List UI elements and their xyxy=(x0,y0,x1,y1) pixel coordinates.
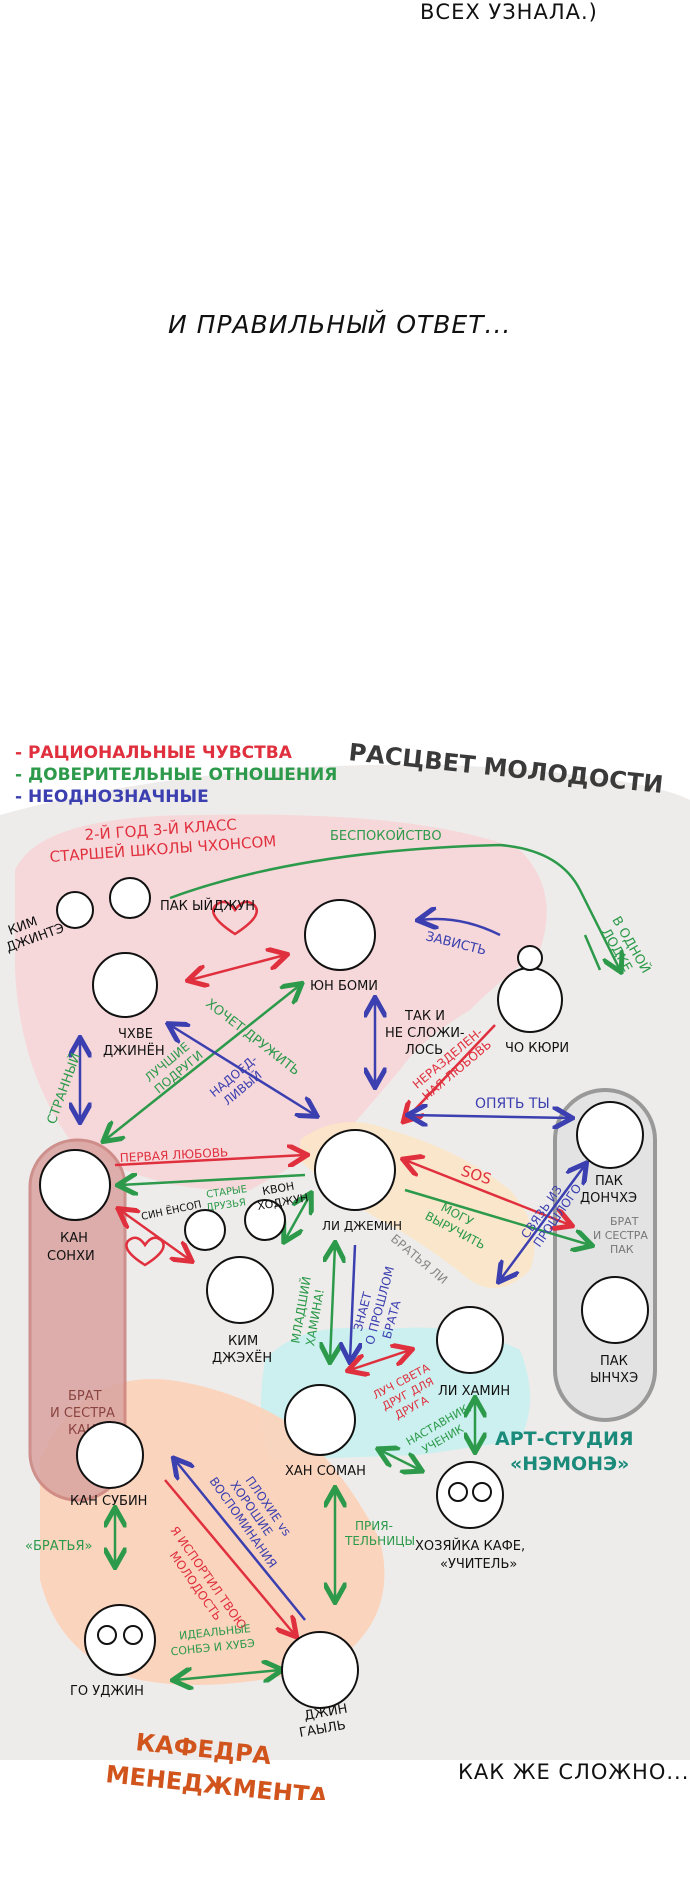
name-pak-ynchae-2: ЫНЧХЭ xyxy=(590,1371,638,1386)
studio-label-line2: «НЭМОНЭ» xyxy=(510,1453,629,1475)
svg-text:ПРИЯ-: ПРИЯ- xyxy=(355,1519,393,1533)
name-pak-donchae: ПАК xyxy=(595,1174,623,1189)
name-kim-jaeyon-2: ДЖЭХЁН xyxy=(212,1350,272,1366)
name-cafe-owner: ХОЗЯЙКА КАФЕ, xyxy=(415,1538,525,1554)
face-kim-jaeyon xyxy=(206,1256,274,1324)
heart-icon xyxy=(125,1236,165,1267)
name-go-ujin: ГО УДЖИН xyxy=(70,1684,144,1699)
name-kvon-hojun: КВОН xyxy=(261,1180,295,1198)
name-li-jemin: ЛИ ДЖЕМИН xyxy=(322,1219,402,1233)
rel-first-love: ПЕРВАЯ ЛЮБОВЬ xyxy=(119,1145,228,1165)
face-yun-bomi xyxy=(304,899,376,971)
face-li-jemin xyxy=(314,1129,396,1211)
name-pak-yijun: ПАК ЫЙДЖУН xyxy=(160,898,255,914)
pak-siblings-label: БРАТ И СЕСТРА ПАК xyxy=(593,1215,648,1256)
face-pak-donchae xyxy=(576,1101,644,1169)
dept-label-line2: МЕНЕДЖМЕНТА xyxy=(104,1760,329,1800)
face-jin-gayl xyxy=(281,1631,359,1709)
name-kim-jaeyon: КИМ xyxy=(228,1334,258,1349)
arrow-bad-good xyxy=(175,1460,306,1621)
name-pak-ynchae: ПАК xyxy=(600,1354,628,1369)
relationship-diagram: - РАЦИОНАЛЬНЫЕ ЧУВСТВА - ДОВЕРИТЕЛЬНЫЕ О… xyxy=(0,738,690,1800)
legend-ambiguous: - НЕОДНОЗНАЧНЫЕ xyxy=(15,787,209,807)
arrow-ruined-youth xyxy=(164,1479,295,1635)
bottom-caption: КАК ЖЕ СЛОЖНО... xyxy=(458,1760,690,1784)
kan-siblings-region xyxy=(28,1138,127,1502)
name-chve-jinyon: ЧХВЕ xyxy=(118,1027,153,1042)
arrow-jemin-jaeyon xyxy=(285,1195,310,1240)
face-li-hamin xyxy=(436,1306,504,1374)
rel-worry: БЕСПОКОЙСТВО xyxy=(330,828,442,844)
svg-text:БРАТ: БРАТ xyxy=(68,1389,102,1404)
svg-text:ТЕЛЬНИЦЫ: ТЕЛЬНИЦЫ xyxy=(344,1534,415,1548)
arrow-first-love-back xyxy=(120,1175,306,1185)
top-caption: ВСЕХ УЗНАЛА.) xyxy=(420,0,598,24)
name-pak-donchae-2: ДОНЧХЭ xyxy=(580,1191,637,1206)
svg-text:И СЕСТРА: И СЕСТРА xyxy=(50,1406,115,1421)
name-han-soman: ХАН СОМАН xyxy=(285,1464,366,1479)
arrow-kan-jaeyon xyxy=(120,1210,190,1260)
name-chve-jinyon-2: ДЖИНЁН xyxy=(103,1043,165,1059)
arrow-younger-hamin xyxy=(330,1245,335,1360)
rel-brothers: «БРАТЬЯ» xyxy=(25,1539,92,1554)
svg-text:ЛОСЬ: ЛОСЬ xyxy=(405,1043,443,1058)
face-kan-subin xyxy=(76,1421,144,1489)
kan-siblings-label: БРАТ И СЕСТРА КАН xyxy=(50,1389,115,1438)
name-kan-subin: КАН СУБИН xyxy=(70,1494,147,1509)
name-yun-bomi: ЮН БОМИ xyxy=(310,979,378,994)
svg-text:ПАК: ПАК xyxy=(610,1243,634,1256)
face-cafe-owner xyxy=(436,1461,504,1529)
arrow-ray-of-light xyxy=(350,1350,410,1370)
legend-trust: - ДОВЕРИТЕЛЬНЫЕ ОТНОШЕНИЯ xyxy=(15,765,337,785)
arrow-chve-jemin xyxy=(170,1025,315,1115)
arrow-ideal-sonbae xyxy=(175,1670,280,1680)
face-chve-jinyon xyxy=(92,952,158,1018)
face-go-ujin xyxy=(84,1604,156,1676)
arrow-knows-past xyxy=(350,1244,355,1360)
heart-icon xyxy=(212,900,258,936)
rel-acquaintances: ПРИЯ- ТЕЛЬНИЦЫ xyxy=(344,1519,415,1548)
arrow-worry xyxy=(169,843,620,970)
face-han-soman xyxy=(284,1384,356,1456)
face-kvon-hojun xyxy=(244,1199,286,1241)
rel-not-simple: ТАК И НЕ СЛОЖИ- ЛОСЬ xyxy=(385,1009,465,1058)
name-cafe-owner-2: «УЧИТЕЛЬ» xyxy=(440,1557,517,1572)
name-jin-gayl: ДЖИН xyxy=(303,1702,349,1724)
face-pak-ynchae xyxy=(581,1276,649,1344)
arrow-past-link xyxy=(500,1165,585,1280)
svg-text:И СЕСТРА: И СЕСТРА xyxy=(593,1229,648,1242)
face-sin-yonsop xyxy=(184,1209,226,1251)
middle-caption: И ПРАВИЛЬНЫЙ ОТВЕТ... xyxy=(168,310,512,339)
arrow-envy xyxy=(420,919,501,937)
name-cho-kyuri: ЧО КЮРИ xyxy=(505,1041,569,1056)
name-kan-sonhi-2: СОНХИ xyxy=(47,1249,95,1264)
name-kan-sonhi: КАН xyxy=(60,1231,88,1246)
face-cho-kyuri xyxy=(497,945,563,1033)
svg-text:БРАТ: БРАТ xyxy=(610,1215,639,1228)
rel-again-you: ОПЯТЬ ТЫ xyxy=(475,1096,550,1112)
arrow-first-love xyxy=(114,1155,305,1165)
arrow-mentor xyxy=(380,1450,420,1470)
arrow-again-you xyxy=(410,1115,570,1118)
svg-text:НЕ СЛОЖИ-: НЕ СЛОЖИ- xyxy=(385,1026,465,1041)
face-pak-yijun xyxy=(109,877,151,919)
studio-label-line1: АРТ-СТУДИЯ xyxy=(495,1428,633,1450)
arrow-one-boat xyxy=(583,934,602,971)
svg-text:ТАК И: ТАК И xyxy=(404,1009,445,1024)
face-kim-jintae xyxy=(56,891,94,929)
face-kan-sonhi xyxy=(39,1149,111,1221)
legend-rational: - РАЦИОНАЛЬНЫЕ ЧУВСТВА xyxy=(15,743,293,763)
arrow-chve-bomi xyxy=(190,955,285,980)
name-li-hamin: ЛИ ХАМИН xyxy=(438,1384,510,1399)
